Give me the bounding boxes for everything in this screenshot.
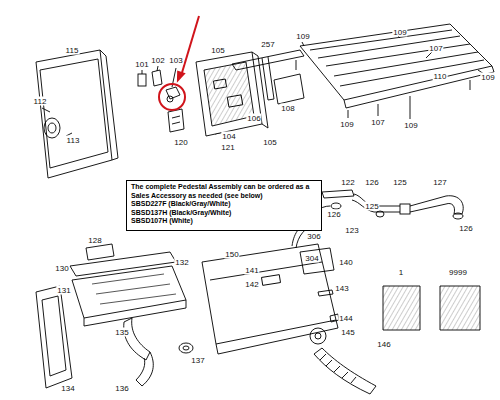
callout-number: 126 bbox=[326, 210, 341, 219]
callout-number: 105 bbox=[262, 138, 277, 147]
callout-number: 108 bbox=[280, 104, 295, 113]
callout-number: 304 bbox=[304, 254, 319, 263]
callout-number: 109 bbox=[403, 121, 418, 130]
callout-number: 141 bbox=[244, 266, 259, 275]
model-number: SBSD227F (Black/Gray/White) bbox=[131, 200, 317, 209]
callout-number: 112 bbox=[33, 97, 48, 106]
callout-number: 136 bbox=[114, 384, 129, 393]
callout-number: 125 bbox=[364, 202, 379, 211]
callout-number: 122 bbox=[340, 178, 355, 187]
callout-number: 109 bbox=[480, 73, 495, 82]
callout-number: 137 bbox=[190, 356, 205, 365]
callout-number: 9999 bbox=[448, 268, 468, 277]
note-text: The complete Pedestal Assembly can be or… bbox=[131, 183, 317, 200]
callout-number: 109 bbox=[339, 120, 354, 129]
callout-number: 130 bbox=[54, 264, 69, 273]
callout-number: 123 bbox=[344, 226, 359, 235]
callout-number: 142 bbox=[244, 280, 259, 289]
callout-number: 146 bbox=[376, 340, 391, 349]
callout-number: 109 bbox=[295, 32, 310, 41]
callout-number: 126 bbox=[458, 224, 473, 233]
callout-number: 132 bbox=[174, 258, 189, 267]
callout-number: 143 bbox=[334, 284, 349, 293]
callout-number: 257 bbox=[260, 40, 275, 49]
callout-number: 144 bbox=[338, 314, 353, 323]
model-number: SBSD107H (White) bbox=[131, 217, 317, 226]
callout-number: 104 bbox=[221, 132, 236, 141]
callout-number: 109 bbox=[392, 28, 407, 37]
callout-number: 145 bbox=[340, 328, 355, 337]
callout-number: 1 bbox=[398, 268, 404, 277]
callout-number: 105 bbox=[210, 46, 225, 55]
callout-number: 125 bbox=[392, 178, 407, 187]
callout-number: 113 bbox=[66, 136, 81, 145]
note-box: The complete Pedestal Assembly can be or… bbox=[126, 180, 322, 231]
callout-number: 306 bbox=[306, 232, 321, 241]
callout-number: 140 bbox=[338, 258, 353, 267]
callout-number: 110 bbox=[433, 72, 448, 81]
callout-number: 107 bbox=[428, 44, 443, 53]
callout-number: 106 bbox=[246, 114, 261, 123]
callout-number: 115 bbox=[65, 46, 80, 55]
callout-number: 121 bbox=[220, 143, 235, 152]
callout-number: 150 bbox=[224, 250, 239, 259]
callout-number: 120 bbox=[173, 138, 188, 147]
callout-number: 135 bbox=[114, 328, 129, 337]
callout-number: 134 bbox=[60, 384, 75, 393]
callout-number: 126 bbox=[364, 178, 379, 187]
callout-number: 127 bbox=[432, 178, 447, 187]
callout-number: 102 bbox=[150, 56, 165, 65]
callout-number: 103 bbox=[168, 56, 183, 65]
callout-number: 131 bbox=[56, 286, 71, 295]
model-number: SBSD137H (Black/Gray/White) bbox=[131, 209, 317, 218]
callout-number: 101 bbox=[134, 60, 149, 69]
callout-number: 107 bbox=[370, 118, 385, 127]
callout-number: 128 bbox=[87, 236, 102, 245]
